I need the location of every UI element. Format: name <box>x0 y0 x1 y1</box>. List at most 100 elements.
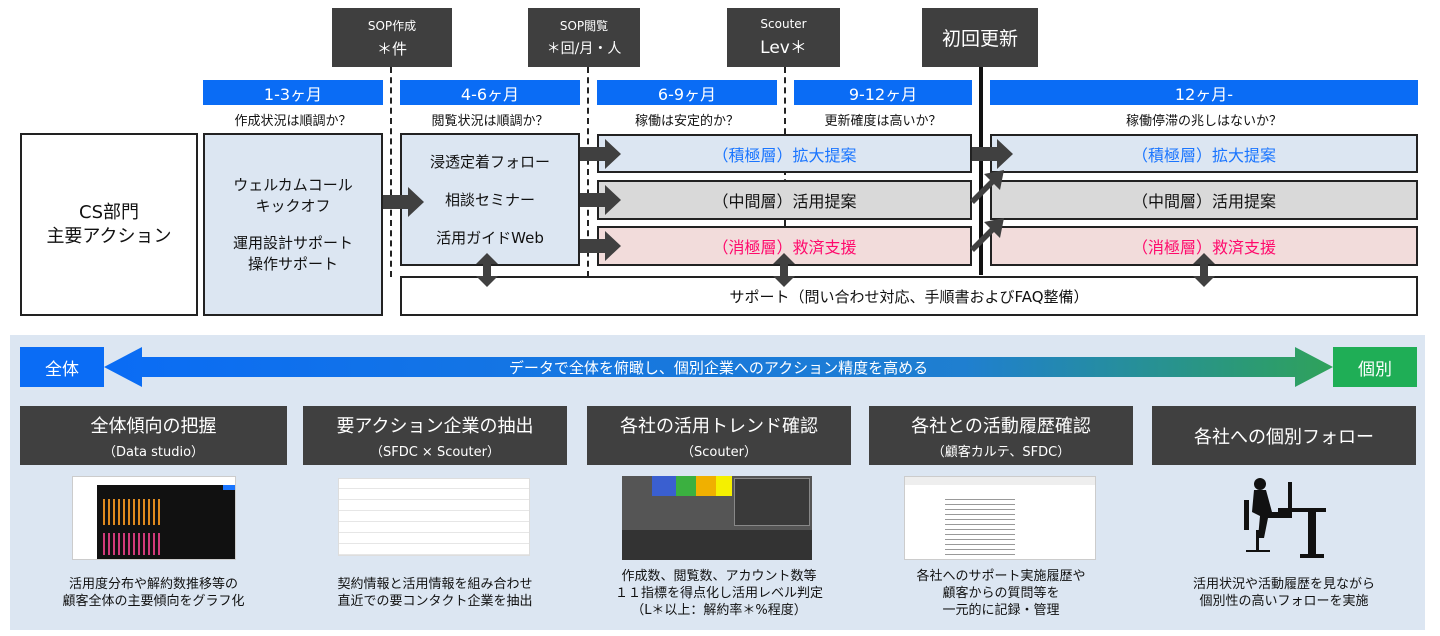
action-operation-support: 操作サポート <box>247 254 338 273</box>
step-title: 各社への個別フォロー <box>1194 426 1374 448</box>
desc-line: （L＊以上：解約率＊%程度） <box>631 603 807 618</box>
customer-record-screenshot <box>904 476 1096 560</box>
kpi-sop-view: SOP閲覧 ＊回/月・人 <box>528 8 640 67</box>
spectrum-message: データで全体を俯瞰し、個別企業へのアクション精度を高める <box>508 359 929 377</box>
step-title: 要アクション企業の抽出 <box>336 415 534 437</box>
period-9-12: 9-12ヶ月 <box>794 80 972 105</box>
arrow-diagonal-up-icon <box>970 218 1004 252</box>
period-12plus: 12ヶ月- <box>990 80 1418 105</box>
step-overall-trend: 全体傾向の把握 （Data studio） <box>20 406 287 465</box>
step-title: 各社の活用トレンド確認 <box>620 415 818 437</box>
tier-label: （積極層） <box>712 145 793 165</box>
flow-arrows <box>383 139 1215 287</box>
period-6-9: 6-9ヶ月 <box>597 80 777 105</box>
desc-line: 顧客全体の主要傾向をグラフ化 <box>62 594 245 609</box>
kpi-value: ＊件 <box>376 39 407 58</box>
tier-middle-row-1: （中間層）活用提案 <box>597 180 972 220</box>
tier-action: 活用提案 <box>1212 192 1277 211</box>
tier-label: （中間層） <box>1131 192 1212 211</box>
desc-line: 契約情報と活用情報を組み合わせ <box>337 577 533 592</box>
desc-line: 一元的に記録・管理 <box>942 603 1060 618</box>
period-question: 更新確度は高いか？ <box>824 114 942 129</box>
period-question: 稼働は安定的か？ <box>634 114 739 129</box>
tier-active-row-2: （積極層）拡大提案 <box>990 134 1418 173</box>
data-studio-screenshot <box>72 476 236 560</box>
spectrum-double-arrow <box>104 347 1333 387</box>
kpi-scouter: Scouter Lev＊ <box>727 8 840 67</box>
tier-action: 活用提案 <box>792 192 857 211</box>
kpi-value: ＊回/月・人 <box>546 41 622 57</box>
step-description: 各社へのサポート実施履歴や顧客からの質問等を一元的に記録・管理 <box>869 568 1133 619</box>
arrow-diagonal-up-icon <box>970 170 1004 204</box>
step-title: 全体傾向の把握 <box>90 415 217 437</box>
desc-line: 作成数、閲覧数、アカウント数等 <box>621 569 817 584</box>
scope-whole-label: 全体 <box>20 347 104 387</box>
step-description: 契約情報と活用情報を組み合わせ直近での要コンタクト企業を抽出 <box>303 576 567 610</box>
renewal-line <box>979 67 983 275</box>
support-bar: サポート（問い合わせ対応、手順書およびFAQ整備） <box>400 276 1418 316</box>
tier-action: 拡大提案 <box>792 145 857 165</box>
arrow-right-icon <box>580 231 621 261</box>
step-activity-history: 各社との活動履歴確認 （顧客カルテ、SFDC） <box>869 406 1133 465</box>
step-tool: （顧客カルテ、SFDC） <box>931 444 1071 460</box>
scope-individual-label: 個別 <box>1333 347 1417 387</box>
phase2-actions: 浸透定着フォロー 相談セミナー 活用ガイドWeb <box>400 133 580 266</box>
scouter-screenshot <box>622 476 812 560</box>
step-tool: （Data studio） <box>102 444 205 460</box>
divider-dashed <box>390 67 392 277</box>
step-usage-trend: 各社の活用トレンド確認（Scouter） <box>587 406 851 465</box>
tier-action: 拡大提案 <box>1212 145 1277 165</box>
desc-line: 活用状況や活動履歴を見ながら <box>1192 577 1375 592</box>
step-tool: （SFDC × Scouter） <box>369 444 500 460</box>
step-description: 作成数、閲覧数、アカウント数等 １１指標を得点化し活用レベル判定 （L＊以上：解約率… <box>587 568 851 619</box>
kpi-title: SOP閲覧 <box>559 19 609 33</box>
desc-line: １１指標を得点化し活用レベル判定 <box>614 586 823 601</box>
tier-middle-row-2: （中間層）活用提案 <box>990 180 1418 220</box>
desc-line: 活用度分布や解約数推移等の <box>68 577 238 592</box>
period-question: 稼働停滞の兆しはないか？ <box>1125 114 1282 129</box>
desc-line: 顧客からの質問等を <box>942 586 1060 601</box>
kpi-sop-create: SOP作成 ＊件 <box>332 8 452 67</box>
action-kickoff: キックオフ <box>255 196 331 215</box>
period-question: 作成状況は順調か？ <box>234 114 352 129</box>
step-individual-follow: 各社への個別フォロー <box>1152 406 1416 465</box>
tier-passive-row-1: （消極層）救済支援 <box>597 226 972 266</box>
action-welcome-call: ウェルカムコール <box>233 175 353 194</box>
sfdc-table-screenshot <box>338 478 530 556</box>
step-description: 活用状況や活動履歴を見ながら個別性の高いフォローを実施 <box>1152 576 1416 610</box>
arrow-right-icon <box>972 139 1013 169</box>
tier-action: 救済支援 <box>1212 238 1277 257</box>
renewal-box: 初回更新 <box>922 8 1038 67</box>
action-seminar: 相談セミナー <box>444 190 535 209</box>
kpi-value: Lev＊ <box>760 38 807 58</box>
step-title: 各社との活動履歴確認 <box>911 415 1091 437</box>
person-at-desk-icon <box>1244 478 1326 558</box>
desc-line: 個別性の高いフォローを実施 <box>1199 594 1369 609</box>
arrow-updown-icon <box>1193 253 1215 287</box>
period-question: 閲覧状況は順調か？ <box>431 114 549 129</box>
arrow-updown-icon <box>476 253 498 287</box>
phase1-actions: ウェルカムコール キックオフ 運用設計サポート 操作サポート <box>203 133 383 316</box>
arrow-right-icon <box>580 185 621 215</box>
step-description: 活用度分布や解約数推移等の顧客全体の主要傾向をグラフ化 <box>20 576 287 610</box>
action-design-support: 運用設計サポート <box>232 233 353 252</box>
action-guide-web: 活用ガイドWeb <box>436 228 544 247</box>
period-4-6: 4-6ヶ月 <box>400 80 580 105</box>
arrow-right-icon <box>580 139 621 169</box>
arrow-right-icon <box>383 187 424 217</box>
period-1-3: 1-3ヶ月 <box>203 80 383 105</box>
tier-active-row-1: （積極層）拡大提案 <box>597 134 972 173</box>
arrow-updown-icon <box>773 253 795 287</box>
step-extract-companies: 要アクション企業の抽出 （SFDC × Scouter） <box>303 406 567 465</box>
tier-label: （消極層） <box>712 238 793 257</box>
cs-label-line: 主要アクション <box>46 225 172 247</box>
desc-line: 直近での要コンタクト企業を抽出 <box>337 594 533 609</box>
cs-department-label: CS部門 主要アクション <box>20 133 198 316</box>
tier-action: 救済支援 <box>792 238 857 257</box>
tier-label: （消極層） <box>1131 238 1212 257</box>
kpi-title: SOP作成 <box>367 18 417 33</box>
tier-label: （積極層） <box>1131 145 1212 165</box>
action-followup: 浸透定着フォロー <box>429 153 550 172</box>
cs-label-line: CS部門 <box>79 201 139 223</box>
tier-label: （中間層） <box>712 192 793 211</box>
